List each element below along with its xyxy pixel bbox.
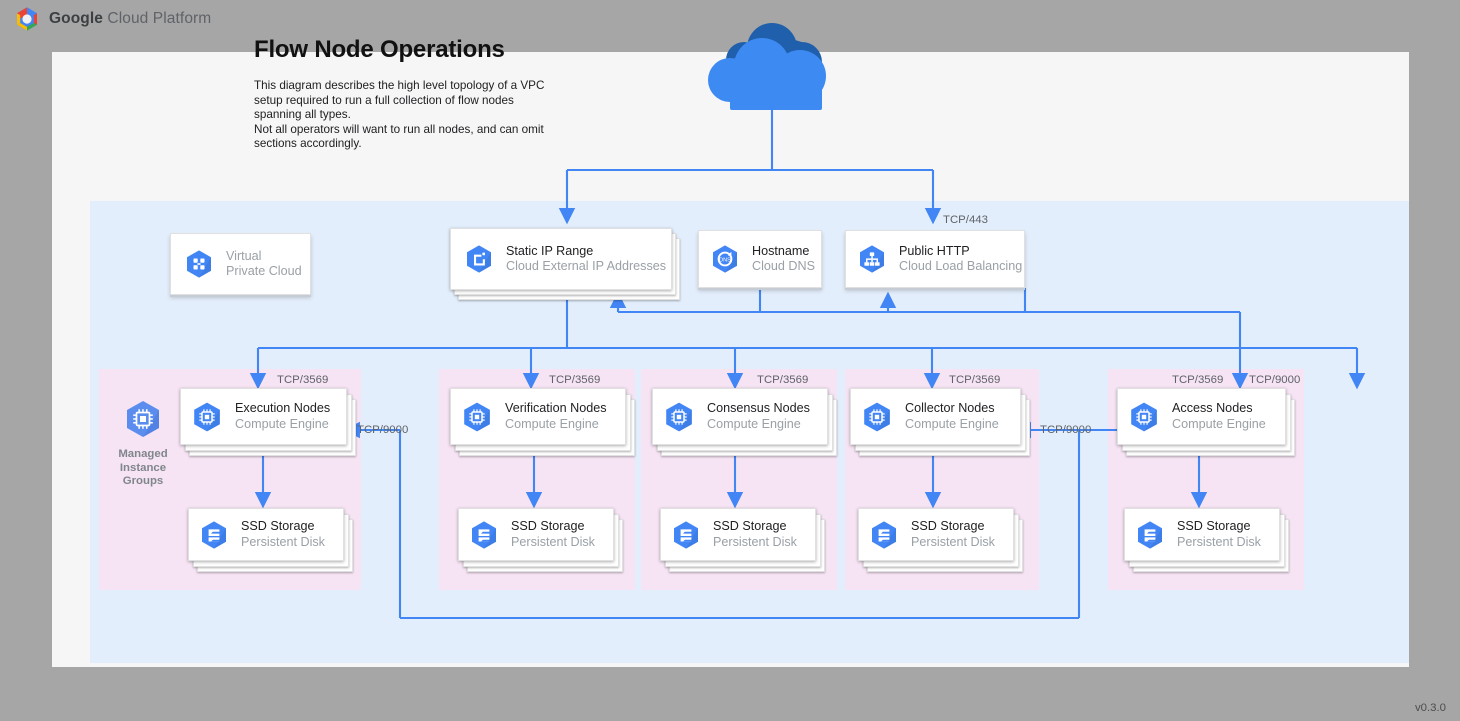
compute-engine-icon xyxy=(864,402,890,431)
card-subtitle: Compute Engine xyxy=(505,416,599,431)
gcp-brand-bold: Google xyxy=(49,10,103,27)
card-title: Access Nodes xyxy=(1172,401,1253,416)
page-title: Flow Node Operations xyxy=(254,36,505,63)
card-title: Consensus Nodes xyxy=(707,401,810,416)
card-public-http[interactable]: Public HTTP Cloud Load Balancing xyxy=(845,230,1027,292)
card-subtitle: Persistent Disk xyxy=(511,534,595,549)
gcp-brand-wordmark: Google Cloud Platform xyxy=(49,10,211,28)
cloud-icon xyxy=(708,23,826,110)
svg-text:DNS: DNS xyxy=(719,258,731,264)
card-static-ip-range[interactable]: Static IP Range Cloud External IP Addres… xyxy=(450,228,680,300)
gcp-brand-rest: Cloud Platform xyxy=(103,10,212,27)
card-consensus-ssd-storage[interactable]: SSD Storage Persistent Disk xyxy=(660,508,825,576)
diagram-description: This diagram describes the high level to… xyxy=(254,79,545,151)
port-label-execution-3569: TCP/3569 xyxy=(277,374,329,386)
compute-engine-icon xyxy=(1131,402,1157,431)
card-subtitle: Cloud DNS xyxy=(752,259,815,273)
card-title: SSD Storage xyxy=(241,519,315,534)
managed-instance-groups-icon xyxy=(127,401,159,437)
port-label-verification-3569: TCP/3569 xyxy=(549,374,601,386)
card-title: Execution Nodes xyxy=(235,401,331,416)
card-collector-ssd-storage[interactable]: SSD Storage Persistent Disk xyxy=(858,508,1023,576)
card-title: SSD Storage xyxy=(911,519,985,534)
persistent-disk-icon xyxy=(674,520,698,549)
port-label-access-9000: TCP/9000 xyxy=(1249,374,1301,386)
card-subtitle: Cloud Load Balancing xyxy=(899,259,1023,273)
card-execution-ssd-storage[interactable]: SSD Storage Persistent Disk xyxy=(188,508,353,576)
card-subtitle: Cloud External IP Addresses xyxy=(506,259,667,273)
card-consensus-nodes[interactable]: Consensus Nodes Compute Engine xyxy=(652,388,837,456)
cloud-load-balancing-icon xyxy=(860,245,884,273)
card-subtitle: Private Cloud xyxy=(226,264,302,278)
card-title: Virtual xyxy=(226,248,262,263)
compute-engine-icon xyxy=(666,402,692,431)
card-subtitle: Persistent Disk xyxy=(911,534,995,549)
persistent-disk-icon xyxy=(202,520,226,549)
persistent-disk-icon xyxy=(872,520,896,549)
port-label-consensus-3569: TCP/3569 xyxy=(757,374,809,386)
compute-engine-icon xyxy=(464,402,490,431)
card-execution-nodes[interactable]: Execution Nodes Compute Engine xyxy=(180,388,356,456)
card-virtual-private-cloud[interactable]: Virtual Private Cloud xyxy=(170,233,311,297)
managed-instance-groups-label: Managed Instance Groups xyxy=(118,448,168,487)
card-subtitle: Compute Engine xyxy=(905,416,999,431)
gcp-header-bar: Google Cloud Platform xyxy=(0,0,1460,38)
compute-engine-icon xyxy=(194,402,220,431)
card-subtitle: Persistent Disk xyxy=(713,534,797,549)
port-label-execution-9000: TCP/9000 xyxy=(357,424,409,436)
card-subtitle: Compute Engine xyxy=(1172,416,1266,431)
card-title: Hostname xyxy=(752,243,810,258)
card-title: Public HTTP xyxy=(899,243,970,258)
port-label-collector-9000: TCP/9000 xyxy=(1040,424,1092,436)
version-label: v0.3.0 xyxy=(1414,702,1446,714)
card-title: Verification Nodes xyxy=(505,401,607,416)
card-subtitle: Compute Engine xyxy=(707,416,801,431)
card-hostname[interactable]: DNS Hostname Cloud DNS xyxy=(698,230,824,292)
card-verification-ssd-storage[interactable]: SSD Storage Persistent Disk xyxy=(458,508,623,576)
card-access-nodes[interactable]: Access Nodes Compute Engine xyxy=(1117,388,1295,456)
port-label-lb-443: TCP/443 xyxy=(943,214,988,226)
card-title: SSD Storage xyxy=(1177,519,1251,534)
card-title: SSD Storage xyxy=(713,519,787,534)
card-subtitle: Compute Engine xyxy=(235,416,329,431)
persistent-disk-icon xyxy=(472,520,496,549)
card-title: Static IP Range xyxy=(506,243,594,258)
virtual-private-cloud-icon xyxy=(187,250,211,278)
cloud-dns-icon: DNS xyxy=(713,245,737,273)
card-title: SSD Storage xyxy=(511,519,585,534)
port-label-access-3569: TCP/3569 xyxy=(1172,374,1224,386)
persistent-disk-icon xyxy=(1138,520,1162,549)
cloud-external-ip-addresses-icon xyxy=(467,245,491,273)
card-title: Collector Nodes xyxy=(905,401,995,416)
card-access-ssd-storage[interactable]: SSD Storage Persistent Disk xyxy=(1124,508,1289,576)
port-label-collector-3569: TCP/3569 xyxy=(949,374,1001,386)
card-collector-nodes[interactable]: Collector Nodes Compute Engine xyxy=(850,388,1030,456)
google-cloud-platform-hexagon-logo xyxy=(17,7,37,31)
card-verification-nodes[interactable]: Verification Nodes Compute Engine xyxy=(450,388,635,456)
card-subtitle: Persistent Disk xyxy=(241,534,325,549)
card-subtitle: Persistent Disk xyxy=(1177,534,1261,549)
